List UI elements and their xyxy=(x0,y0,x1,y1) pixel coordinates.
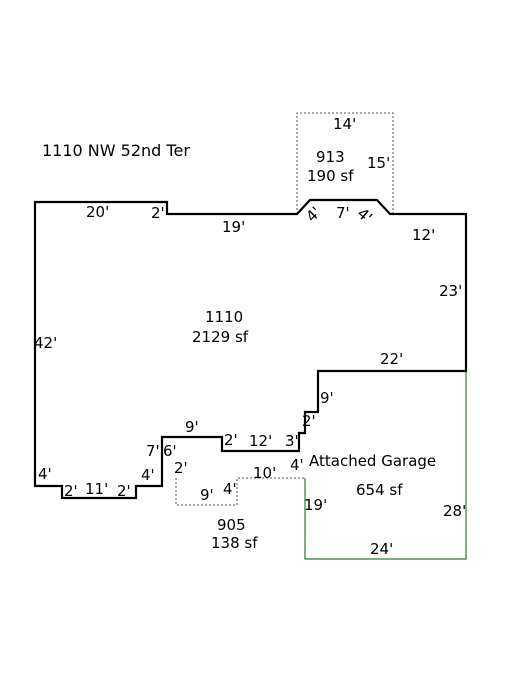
main-area-size: 2129 sf xyxy=(192,328,249,346)
lower-addition-code: 905 xyxy=(217,516,246,534)
dim-seg-4b: 4' xyxy=(38,465,52,483)
dim-step-3: 3' xyxy=(285,432,299,450)
dim-lower-10: 10' xyxy=(253,464,276,482)
dim-bottom-11: 11' xyxy=(85,480,108,498)
dim-garage-left: 19' xyxy=(304,496,327,514)
dim-garage-top: 22' xyxy=(380,350,403,368)
dim-main-top-right: 12' xyxy=(412,226,435,244)
dim-lower-9: 9' xyxy=(200,486,214,504)
dim-bay-top: 7' xyxy=(336,204,350,222)
garage-name: Attached Garage xyxy=(309,452,436,470)
dim-garage-right: 28' xyxy=(443,502,466,520)
dim-garage-step: 9' xyxy=(320,389,334,407)
dim-garage-left-4: 4' xyxy=(290,456,304,474)
address-label: 1110 NW 52nd Ter xyxy=(42,141,190,160)
dim-seg-4a: 4' xyxy=(141,466,155,484)
dim-seg-2b: 2' xyxy=(224,431,238,449)
dim-bottom-2a: 2' xyxy=(64,482,78,500)
lower-addition-size: 138 sf xyxy=(211,534,258,552)
dim-bay-left: 4' xyxy=(302,203,324,225)
dim-lower-2: 2' xyxy=(174,459,188,477)
upper-addition-size: 190 sf xyxy=(307,167,354,185)
lower-addition-outline xyxy=(175,477,305,506)
dim-seg-6: 6' xyxy=(163,442,177,460)
dim-main-step-top: 2' xyxy=(151,204,165,222)
upper-addition-code: 913 xyxy=(316,148,345,166)
dim-upper-right: 15' xyxy=(367,154,390,172)
dim-bay-right: 4' xyxy=(354,204,376,227)
garage-size: 654 sf xyxy=(356,481,403,499)
dim-step-2: 2' xyxy=(302,412,316,430)
dim-seg-9: 9' xyxy=(185,418,199,436)
dim-lower-4: 4' xyxy=(223,480,237,498)
dim-main-right: 23' xyxy=(439,282,462,300)
dim-upper-top: 14' xyxy=(333,115,356,133)
dim-main-top-left: 20' xyxy=(86,203,109,221)
upper-addition-outline xyxy=(296,112,394,214)
dim-main-top-mid: 19' xyxy=(222,218,245,236)
dim-bottom-2b: 2' xyxy=(117,482,131,500)
dim-seg-7: 7' xyxy=(146,442,160,460)
main-house-outline xyxy=(33,198,468,500)
dim-seg-12: 12' xyxy=(249,432,272,450)
main-area-code: 1110 xyxy=(205,308,243,326)
dim-main-left: 42' xyxy=(34,334,57,352)
dim-garage-bottom: 24' xyxy=(370,540,393,558)
